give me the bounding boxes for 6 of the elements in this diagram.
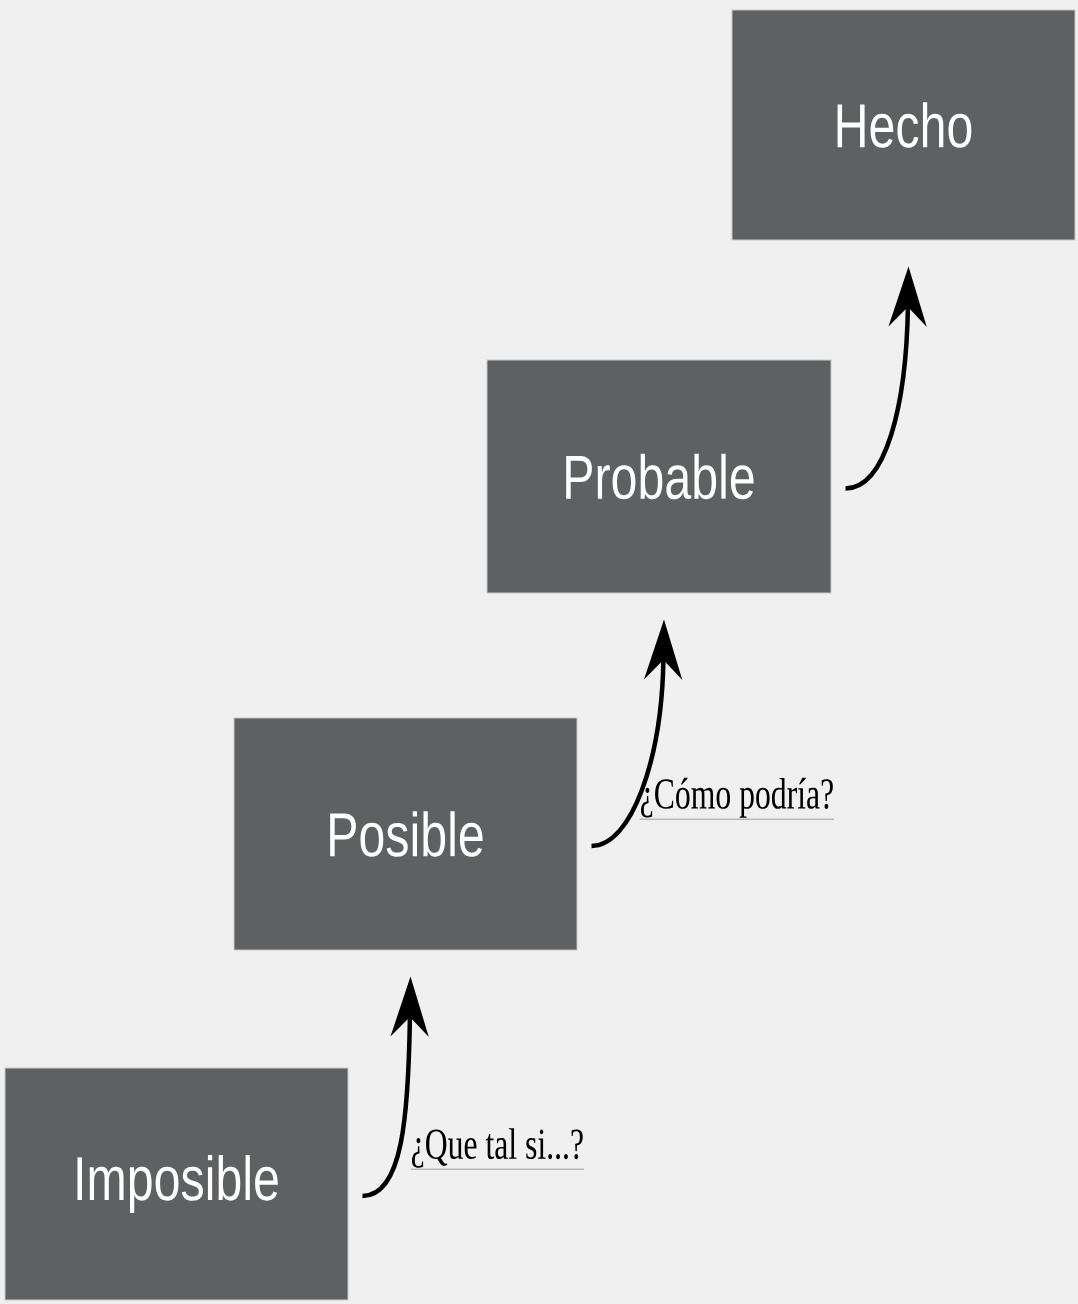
stage-box: Probable (486, 359, 832, 594)
stage-box: Imposible (4, 1067, 349, 1301)
edge-label: ¿Cómo podría? (639, 777, 835, 820)
edge-label: ¿Que tal si...? (410, 1128, 585, 1170)
stage-box: Hecho (731, 9, 1076, 241)
stage-box: Posible (233, 717, 578, 951)
